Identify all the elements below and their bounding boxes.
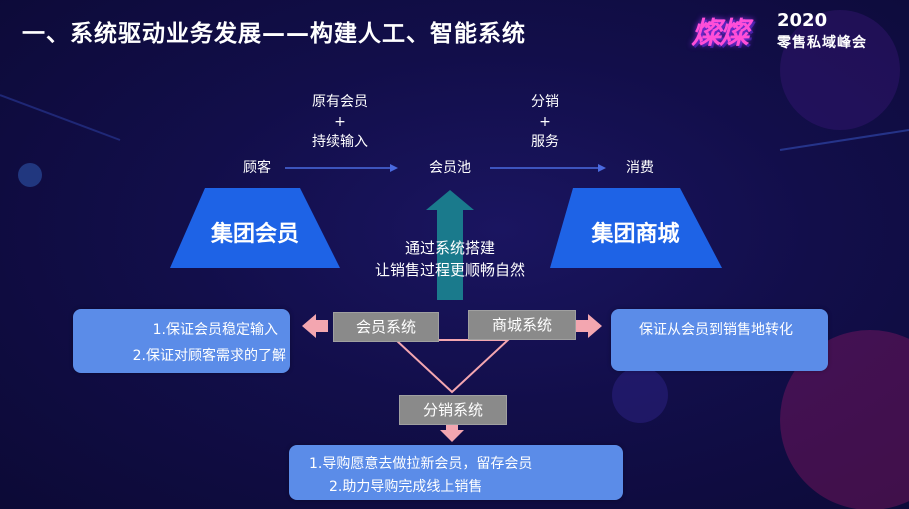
center-note-line2: 让销售过程更顺畅自然: [374, 261, 525, 279]
pink-arrow-left: [302, 314, 328, 338]
group-mall-label: 集团商城: [591, 222, 680, 247]
distribution-plus: +: [539, 114, 551, 130]
pink-arrow-down: [440, 420, 464, 442]
member-pool-label: 会员池: [429, 160, 471, 176]
pink-arrow-right: [576, 314, 602, 338]
member-benefit-box: 1.保证会员稳定输入 2.保证对顾客需求的了解: [73, 309, 290, 373]
trapezoid-left: [170, 188, 340, 268]
customer-label: 顾客: [243, 160, 271, 176]
member-input-label-bottom: 持续输入: [312, 134, 368, 150]
flow-arrow-right: [490, 164, 606, 172]
member-input-plus: +: [334, 114, 346, 130]
member-benefit-line1: 1.保证会员稳定输入: [152, 322, 278, 338]
distribution-benefit-line2: 2.助力导购完成线上销售: [329, 479, 483, 495]
logo-year: 2020: [777, 10, 828, 31]
event-logo: 燦燦 2020 零售私域峰会: [691, 8, 891, 54]
trapezoid-right: [550, 188, 722, 268]
group-member-label: 集团会员: [210, 222, 299, 247]
mall-benefit-line1: 保证从会员到销售地转化: [639, 322, 793, 338]
page-title: 一、系统驱动业务发展——构建人工、智能系统: [22, 21, 526, 47]
center-note-line1: 通过系统搭建: [404, 239, 495, 257]
member-benefit-line2: 2.保证对顾客需求的了解: [132, 348, 286, 364]
logo-mark: 燦燦: [691, 16, 749, 51]
mall-system-box: 商城系统: [468, 310, 576, 340]
distribution-benefit-box: 1.导购愿意去做拉新会员，留存会员 2.助力导购完成线上销售: [289, 445, 623, 500]
distribution-system-box: 分销系统: [399, 395, 507, 425]
distribution-label-bottom: 服务: [531, 134, 559, 150]
distribution-label-top: 分销: [531, 94, 559, 110]
member-system-box: 会员系统: [333, 312, 439, 342]
up-arrow: [426, 190, 474, 300]
distribution-benefit-line1: 1.导购愿意去做拉新会员，留存会员: [309, 456, 533, 472]
mall-benefit-box: 保证从会员到销售地转化: [611, 309, 828, 371]
flow-arrow-left: [285, 164, 398, 172]
consumption-label: 消费: [626, 160, 654, 176]
member-input-label-top: 原有会员: [312, 94, 368, 110]
funnel-triangle: [393, 339, 511, 394]
logo-subtitle: 零售私域峰会: [777, 35, 867, 51]
